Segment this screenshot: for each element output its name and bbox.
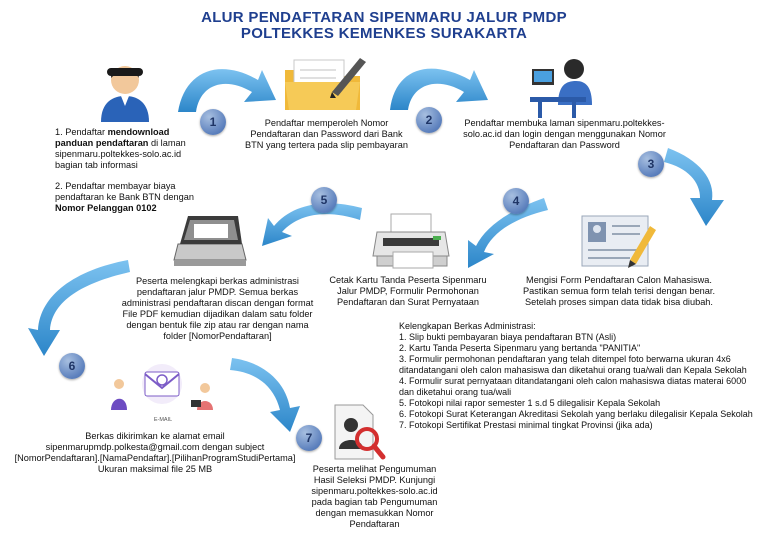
- step-6-text: Berkas dikirimkan ke alamat email sipenm…: [14, 431, 296, 474]
- kelengkapan-item: 5. Fotokopi nilai rapor semester 1 s.d 5…: [399, 398, 661, 408]
- kelengkapan-list: Kelengkapan Berkas Administrasi: 1. Slip…: [399, 321, 761, 431]
- kelengkapan-item: 7. Fotokopi Sertifikat Prestasi minimal …: [399, 420, 653, 430]
- arrow-step-4: [468, 198, 548, 268]
- email-icon: [111, 364, 213, 410]
- announcement-search-icon: [334, 404, 386, 460]
- kelengkapan-item: 6. Fotokopi Surat Keterangan Akreditasi …: [399, 409, 753, 419]
- step-badge-3: 3: [638, 151, 664, 177]
- step-4-text: Cetak Kartu Tanda Peserta Sipenmaru Jalu…: [329, 275, 487, 307]
- step-3-text: Mengisi Form Pendaftaran Calon Mahasiswa…: [522, 275, 716, 307]
- kelengkapan-item: 2. Kartu Tanda Peserta Sipenmaru yang be…: [399, 343, 641, 353]
- arrow-step-7: [230, 358, 300, 432]
- arrow-step-2: [390, 68, 488, 110]
- step-badge-2: 2: [416, 107, 442, 133]
- kelengkapan-item: 4. Formulir surat pernyataan ditandatang…: [399, 376, 747, 397]
- arrow-step-1: [178, 69, 276, 112]
- step-badge-1: 1: [200, 109, 226, 135]
- step-0-text-2: 2. Pendaftar membayar biaya pendaftaran …: [55, 181, 194, 213]
- folder-pen-icon: [285, 58, 366, 110]
- step-0-text-1: 1. Pendaftar mendownload panduan pendaft…: [55, 127, 186, 170]
- person-icon: [101, 66, 149, 122]
- person-computer-icon: [530, 59, 592, 118]
- step-2-text: Pendaftar membuka laman sipenmaru.poltek…: [463, 118, 666, 150]
- step-1-text: Pendaftar memperoleh Nomor Pendaftaran d…: [245, 118, 408, 150]
- step-badge-7: 7: [296, 425, 322, 451]
- kelengkapan-item: 3. Formulir permohonan pendaftaran yang …: [399, 354, 747, 375]
- step-badge-6: 6: [59, 353, 85, 379]
- kelengkapan-item: 1. Slip bukti pembayaran biaya pendaftar…: [399, 332, 617, 342]
- step-badge-4: 4: [503, 188, 529, 214]
- diagram-title-line1: ALUR PENDAFTARAN SIPENMARU JALUR PMDP: [201, 9, 567, 26]
- kelengkapan-heading: Kelengkapan Berkas Administrasi:: [399, 321, 536, 331]
- form-icon: [581, 215, 656, 268]
- arrow-step-5: [262, 203, 362, 246]
- step-7-text: Peserta melihat Pengumuman Hasil Seleksi…: [311, 464, 438, 529]
- printer-icon: [372, 213, 450, 269]
- step-5-text: Peserta melengkapi berkas administrasi p…: [121, 276, 314, 341]
- diagram-title-line2: POLTEKKES KEMENKES SURAKARTA: [240, 25, 528, 42]
- scanner-icon: [173, 216, 247, 266]
- email-label: E-MAIL: [153, 417, 173, 423]
- arrow-step-3: [664, 148, 724, 226]
- arrow-step-6: [28, 260, 130, 356]
- step-badge-5: 5: [311, 187, 337, 213]
